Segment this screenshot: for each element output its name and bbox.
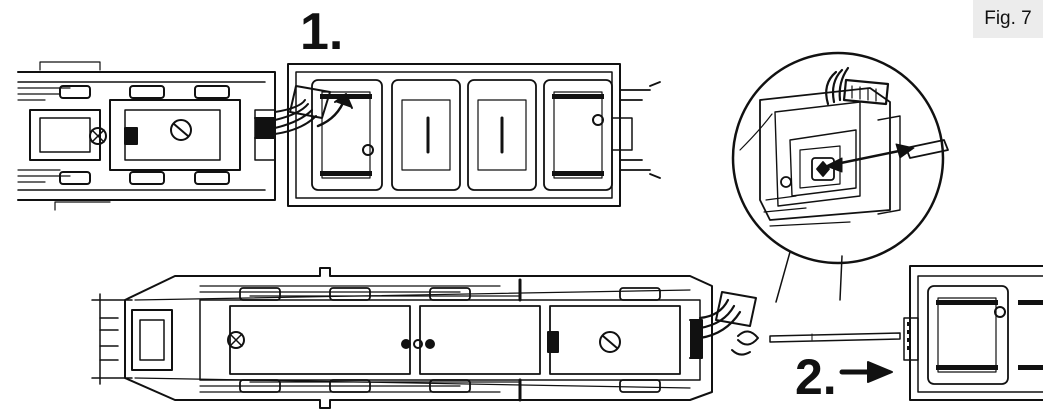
screw-icon xyxy=(89,119,192,145)
top-connector-plug xyxy=(254,85,353,139)
bottom-locomotive-chassis xyxy=(91,267,713,409)
screwdriver-tool xyxy=(769,332,901,343)
right-tender-chassis xyxy=(903,265,1043,401)
top-tender-chassis xyxy=(287,63,661,207)
double-arrow-icon xyxy=(825,143,915,173)
arrow-right-icon xyxy=(839,361,893,383)
bottom-connector-plug xyxy=(689,291,759,359)
top-locomotive-chassis xyxy=(17,61,276,211)
step-2-label: 2. xyxy=(795,349,837,405)
figure-label: Fig. 7 xyxy=(973,0,1043,38)
detail-magnifier xyxy=(731,51,949,265)
step-1-label: 1. xyxy=(300,3,344,61)
screw-icon xyxy=(227,331,621,353)
